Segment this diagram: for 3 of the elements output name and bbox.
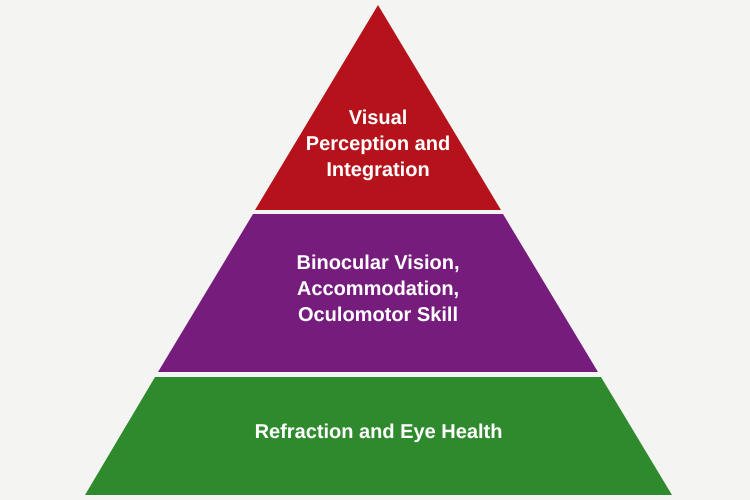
tier-label: Binocular Vision, Accommodation, Oculomotor Skill — [296, 251, 460, 328]
tier-label: Refraction and Eye Health — [254, 420, 504, 445]
tier-label: Visual Perception and Integration — [304, 106, 452, 183]
